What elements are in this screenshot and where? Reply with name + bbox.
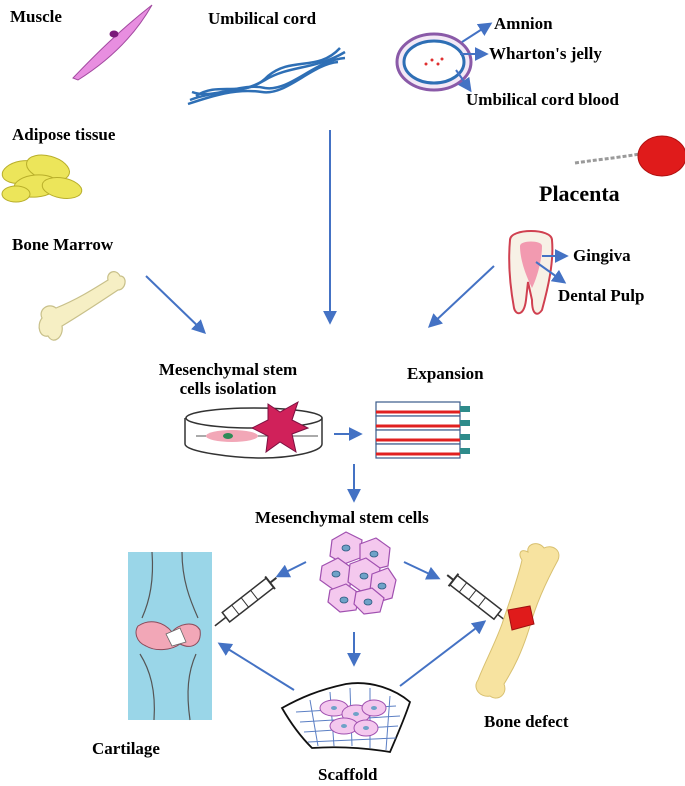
arrow-dental-to-expansion	[427, 265, 495, 328]
label-umbilical-cord-blood: Umbilical cord blood	[466, 90, 620, 109]
arrow-cord-blood	[455, 69, 472, 93]
culture-flasks-icon	[375, 401, 470, 459]
cartilage-knee-icon	[128, 551, 212, 721]
label-expansion: Expansion	[407, 364, 484, 383]
label-msc-isolation-line2: cells isolation	[179, 378, 277, 398]
umbilical-cord-icon	[187, 47, 346, 106]
label-dental-pulp: Dental Pulp	[558, 286, 645, 305]
label-gingiva: Gingiva	[573, 246, 631, 265]
tooth-icon	[508, 230, 554, 315]
label-bone-defect: Bone defect	[484, 712, 569, 731]
label-adipose-tissue: Adipose tissue	[12, 125, 116, 144]
label-muscle: Muscle	[10, 7, 62, 26]
left-syringe-icon	[214, 575, 277, 627]
umbilical-cross-section-icon	[395, 32, 473, 92]
label-mesenchymal-stem-cells: Mesenchymal stem cells	[255, 508, 429, 527]
msc-cluster-icon	[319, 531, 397, 615]
arrow-bone-marrow-to-isolation	[145, 275, 207, 334]
right-syringe-icon	[446, 573, 510, 624]
placenta-icon	[574, 135, 685, 177]
arrow-msc-to-left-syringe	[275, 561, 307, 578]
label-amnion: Amnion	[494, 14, 553, 33]
label-cartilage: Cartilage	[92, 739, 160, 758]
arrow-msc-to-right-syringe	[403, 561, 441, 580]
label-scaffold: Scaffold	[318, 765, 378, 784]
label-msc-isolation: Mesenchymal stem cells isolation	[138, 360, 318, 398]
petri-dish-icon	[184, 400, 323, 459]
adipose-tissue-icon	[1, 154, 83, 203]
label-bone-marrow: Bone Marrow	[12, 235, 114, 254]
arrow-scaffold-to-cartilage	[217, 642, 295, 691]
arrow-dental-pulp	[535, 261, 567, 284]
msc-nuclei	[331, 544, 387, 606]
label-placenta: Placenta	[539, 181, 620, 206]
arrow-amnion	[461, 22, 493, 43]
arrow-scaffold-to-bone-defect	[399, 620, 487, 687]
muscle-cell-icon	[72, 4, 153, 81]
bone-defect-icon	[475, 543, 560, 699]
label-whartons-jelly: Wharton's jelly	[489, 44, 602, 63]
bone-marrow-icon	[38, 271, 126, 341]
label-msc-isolation-line1: Mesenchymal stem	[158, 360, 298, 379]
label-umbilical-cord: Umbilical cord	[208, 9, 317, 28]
scaffold-icon	[280, 682, 412, 754]
